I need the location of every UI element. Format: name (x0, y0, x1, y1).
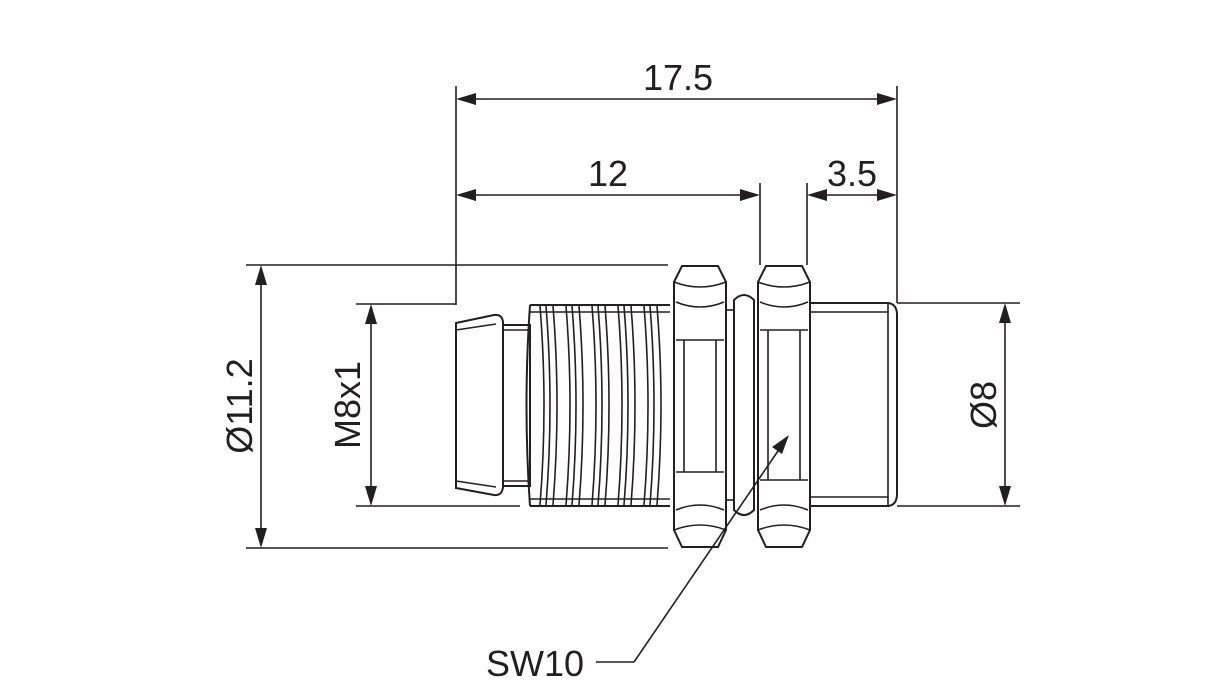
front-diameter-label: Ø8 (963, 381, 1004, 429)
hex-nut-rear (673, 265, 727, 548)
hex-nut-front (757, 265, 811, 548)
dimension-front-diameter: Ø8 (897, 302, 1020, 507)
dimension-thread-length: 12 (456, 153, 761, 265)
thread-spec-label: M8x1 (327, 361, 368, 449)
front-sleeve (810, 302, 898, 507)
dimension-nut-diameter: Ø11.2 (219, 264, 668, 549)
dimension-thread-spec: M8x1 (327, 303, 520, 507)
dimension-flange-length: 3.5 (806, 153, 897, 265)
nut-diameter-label: Ø11.2 (219, 358, 260, 453)
connector-body (455, 265, 898, 548)
overall-length-label: 17.5 (643, 57, 713, 98)
thread-length-label: 12 (588, 153, 628, 194)
wrench-size-callout: SW10 (486, 435, 789, 684)
dimension-overall-length: 17.5 (455, 57, 898, 305)
rear-tip (455, 313, 531, 497)
washer (726, 294, 755, 516)
flange-length-label: 3.5 (827, 153, 877, 194)
threaded-section (525, 304, 670, 507)
wrench-size-label: SW10 (486, 643, 584, 684)
